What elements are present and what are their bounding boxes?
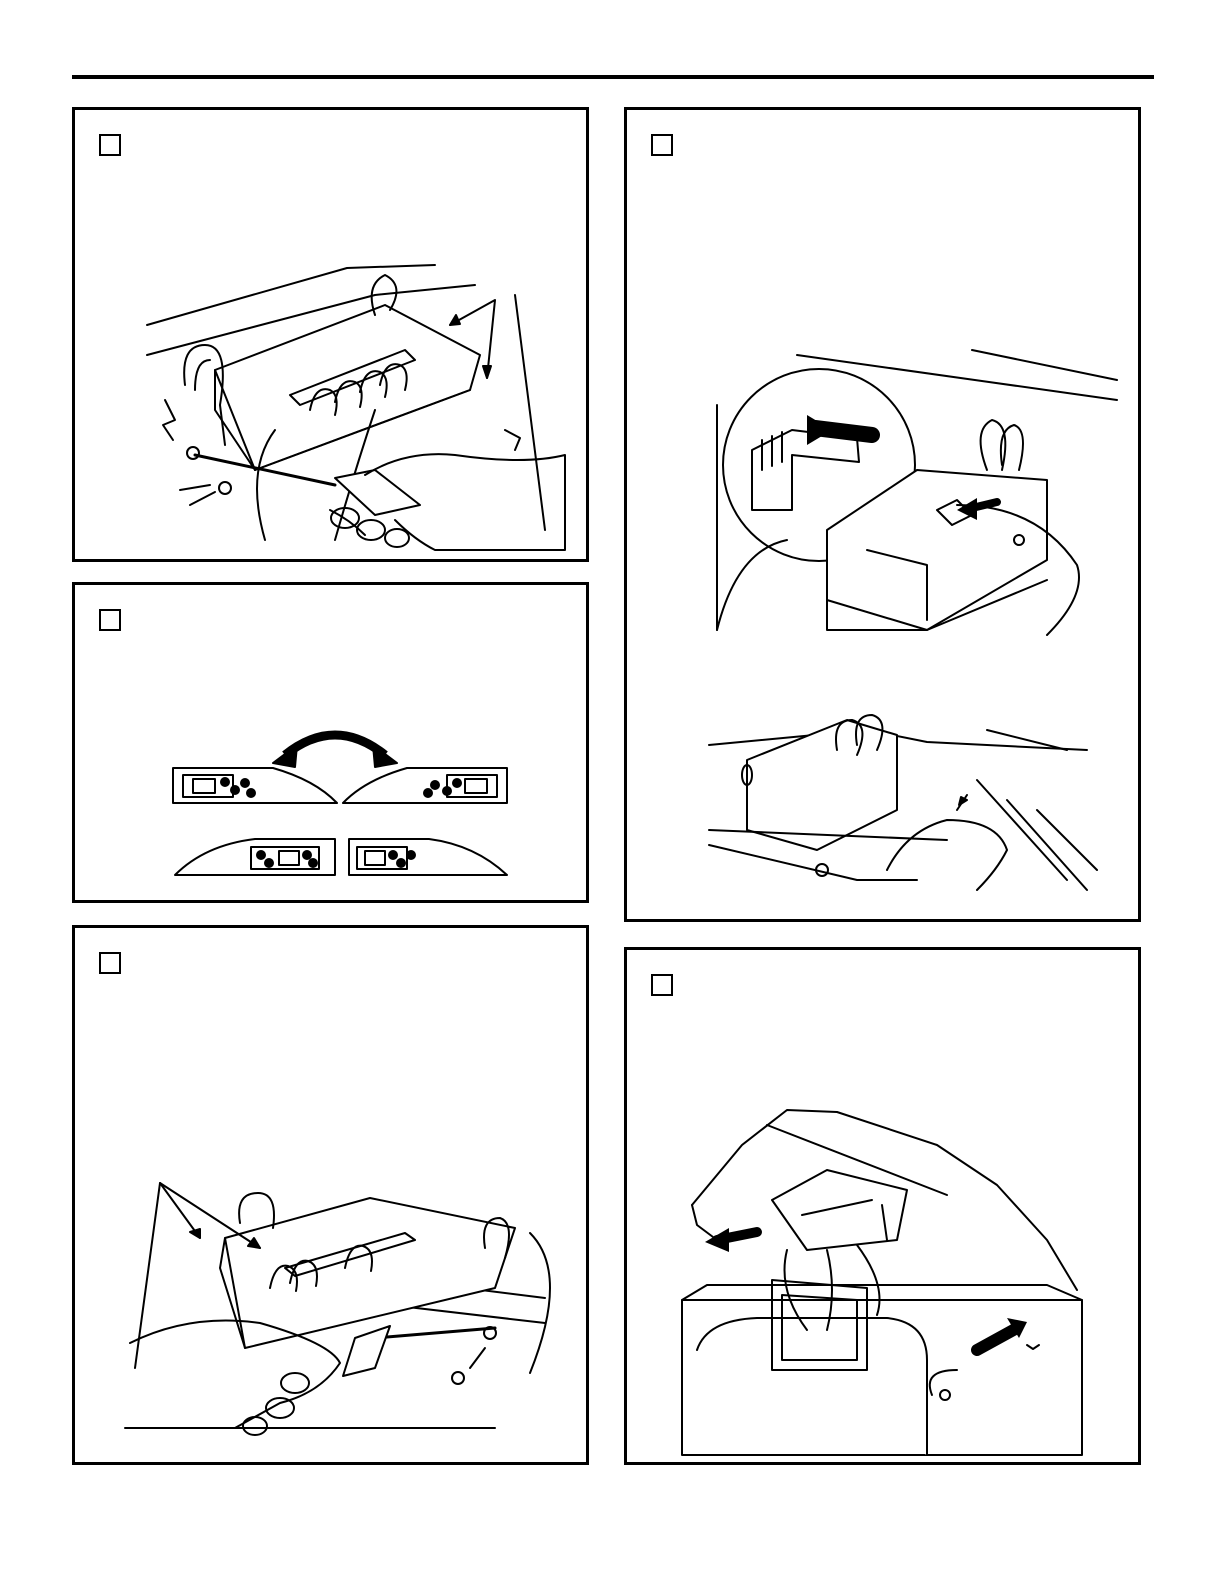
step-panel-c <box>72 925 589 1465</box>
header-rule <box>72 75 1154 79</box>
step-panel-e <box>624 947 1141 1465</box>
illustration-connector-detail <box>627 110 1138 919</box>
illustration-install-screws <box>75 928 586 1462</box>
step-panel-b <box>72 582 589 903</box>
illustration-backsplash-install <box>627 950 1138 1462</box>
step-panel-d <box>624 107 1141 922</box>
step-panel-a <box>72 107 589 562</box>
illustration-panel-orientations <box>75 585 586 900</box>
illustration-remove-screws <box>75 110 586 559</box>
